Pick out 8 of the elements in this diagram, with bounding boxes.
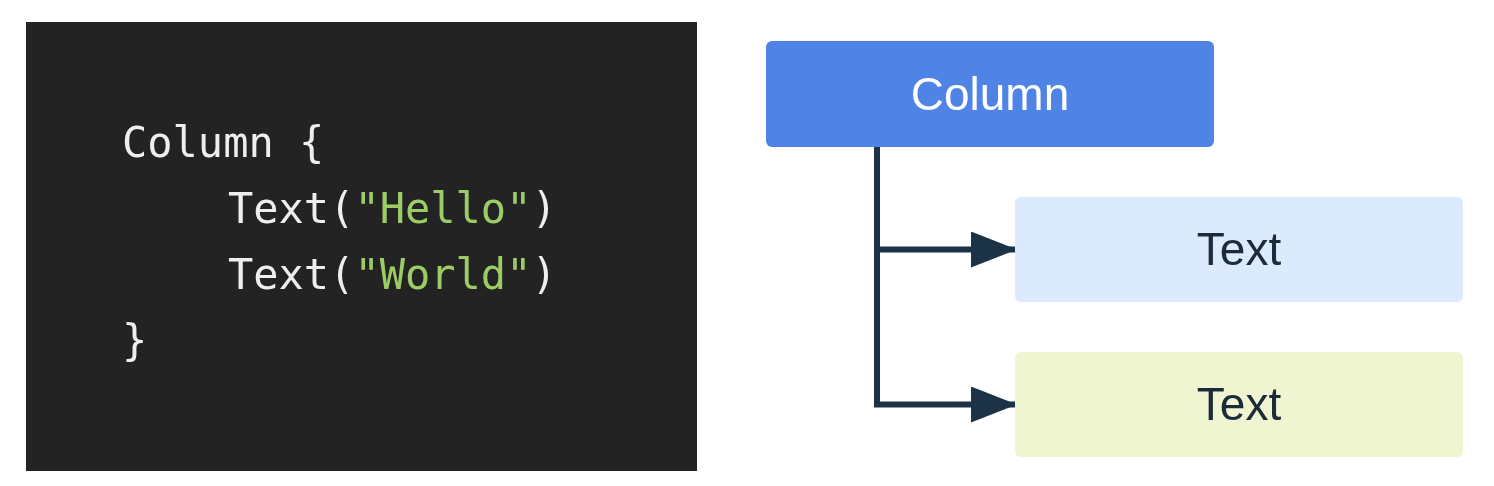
arrow — [874, 147, 1017, 423]
code-line: Text("World") — [228, 249, 557, 301]
child-box: Text — [1015, 352, 1463, 457]
code-line: } — [122, 315, 148, 367]
child-box: Text — [1015, 197, 1463, 302]
code-line: Column { — [122, 117, 325, 169]
code-line: Text("Hello") — [228, 183, 557, 235]
parent-box: Column — [766, 41, 1214, 147]
